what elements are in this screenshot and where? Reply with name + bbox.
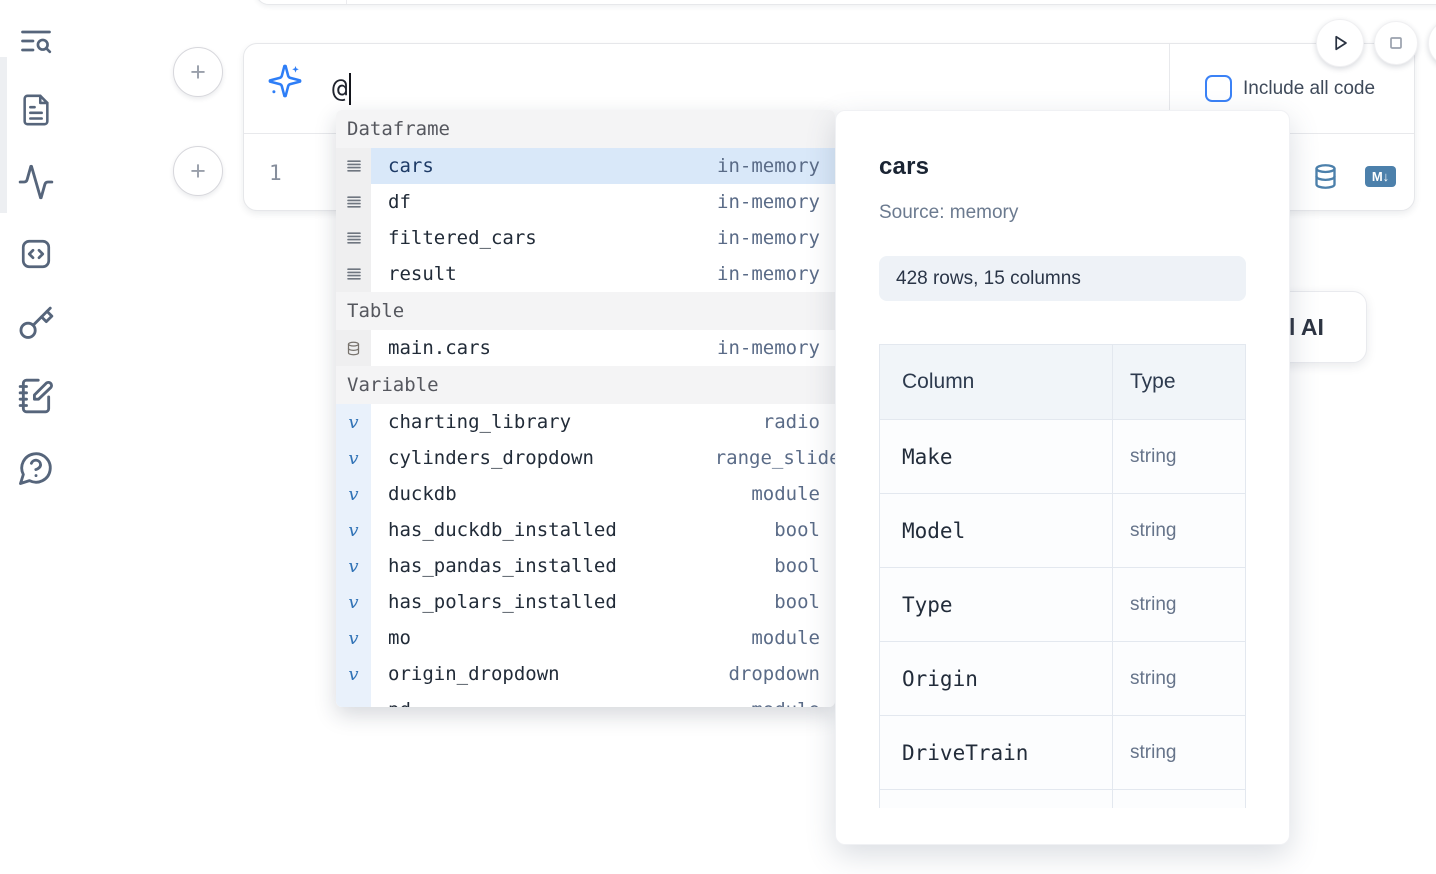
add-cell-button-top[interactable]: + bbox=[173, 47, 223, 97]
preview-title: cars bbox=[879, 153, 930, 180]
previous-cell-divider bbox=[346, 0, 347, 4]
overflow-button-partial[interactable] bbox=[1428, 19, 1436, 67]
scratchpad-notebook-pen-icon bbox=[18, 378, 53, 414]
sidebar-item-secrets[interactable] bbox=[16, 304, 56, 344]
sidebar-item-search[interactable] bbox=[16, 21, 56, 61]
schema-row-model: Model string bbox=[880, 494, 1245, 568]
schema-row-partial bbox=[880, 790, 1245, 808]
variable-icon: v bbox=[336, 584, 371, 620]
database-icon bbox=[336, 330, 371, 366]
preview-schema-table: Column Type Make string Model string Typ… bbox=[879, 344, 1246, 808]
include-all-code-group: Include all code bbox=[1169, 44, 1414, 133]
variable-icon: v bbox=[336, 476, 371, 512]
schema-row-make: Make string bbox=[880, 420, 1245, 494]
rows-icon bbox=[336, 148, 371, 184]
variable-icon: v bbox=[336, 656, 371, 692]
sidebar-item-snippets[interactable] bbox=[16, 234, 56, 274]
autocomplete-item-pd-partial[interactable]: v pdmodule bbox=[336, 692, 835, 707]
sidebar-item-files[interactable] bbox=[16, 90, 56, 130]
dataframe-preview-panel: cars Source: memory 428 rows, 15 columns… bbox=[835, 110, 1290, 845]
ai-prompt-value: @ bbox=[332, 74, 348, 104]
variable-icon: v bbox=[336, 404, 371, 440]
variable-icon: v bbox=[336, 512, 371, 548]
ai-prompt-input[interactable]: @ bbox=[332, 62, 1152, 116]
activity-icon bbox=[18, 164, 54, 200]
help-chat-question-icon bbox=[19, 452, 52, 485]
line-number: 1 bbox=[269, 160, 282, 185]
stop-cell-button[interactable] bbox=[1374, 21, 1418, 65]
database-icon bbox=[1315, 164, 1336, 189]
variable-icon: v bbox=[336, 620, 371, 656]
previous-cell-partial bbox=[255, 0, 1436, 5]
code-square-icon bbox=[21, 239, 51, 269]
file-document-icon bbox=[23, 94, 49, 126]
ai-card-label: l AI bbox=[1289, 313, 1324, 340]
schema-header-type: Type bbox=[1130, 370, 1176, 393]
include-all-code-label: Include all code bbox=[1243, 77, 1376, 99]
sparkles-ai-icon bbox=[267, 63, 303, 104]
schema-row-drivetrain: DriveTrain string bbox=[880, 716, 1245, 790]
schema-row-origin: Origin string bbox=[880, 642, 1245, 716]
variable-icon: v bbox=[336, 692, 371, 707]
play-icon bbox=[1335, 35, 1347, 51]
schema-header-column: Column bbox=[880, 345, 1113, 419]
sidebar-item-scratchpad[interactable] bbox=[16, 376, 56, 416]
sidebar-item-help[interactable] bbox=[16, 448, 56, 488]
variable-icon: v bbox=[336, 440, 371, 476]
rows-icon bbox=[336, 256, 371, 292]
rows-icon bbox=[336, 184, 371, 220]
preview-source: Source: memory bbox=[879, 202, 1019, 223]
schema-header-row: Column Type bbox=[880, 345, 1245, 420]
variable-icon: v bbox=[336, 548, 371, 584]
datasource-button[interactable] bbox=[1312, 163, 1339, 190]
ai-cell-code-row: 1 M↓ bbox=[244, 135, 1414, 210]
include-all-code-checkbox[interactable] bbox=[1205, 75, 1232, 102]
preview-shape-badge: 428 rows, 15 columns bbox=[879, 256, 1246, 301]
section-header-variable: Variable bbox=[336, 366, 835, 404]
rows-icon bbox=[336, 220, 371, 256]
add-cell-button-bottom[interactable]: + bbox=[173, 146, 223, 196]
run-cell-button[interactable] bbox=[1316, 19, 1364, 67]
cell-toolbar: M↓ bbox=[1312, 163, 1396, 190]
section-header-table: Table bbox=[336, 292, 835, 330]
section-header-dataframe: Dataframe bbox=[336, 110, 835, 148]
markdown-convert-button[interactable]: M↓ bbox=[1365, 166, 1396, 187]
left-edge-strip bbox=[0, 57, 7, 213]
sidebar-item-activity[interactable] bbox=[16, 162, 56, 202]
table-of-contents-search-icon bbox=[21, 30, 52, 54]
key-icon bbox=[19, 306, 54, 339]
text-caret bbox=[348, 73, 351, 105]
stop-square-icon bbox=[1390, 37, 1402, 49]
schema-row-type: Type string bbox=[880, 568, 1245, 642]
